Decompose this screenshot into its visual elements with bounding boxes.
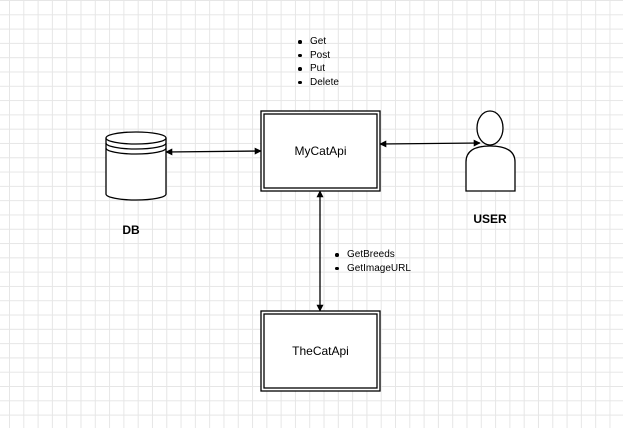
external-calls-list: GetBreeds GetImageURL <box>333 248 411 275</box>
user-actor-icon[interactable] <box>465 110 516 192</box>
mycatapi-box[interactable] <box>260 110 381 192</box>
list-item: Delete <box>296 76 339 90</box>
list-item: Get <box>296 35 339 49</box>
thecatapi-label: TheCatApi <box>292 344 349 358</box>
db-mycatapi-connector[interactable] <box>165 147 262 156</box>
list-item: GetImageURL <box>333 262 411 276</box>
database-icon[interactable] <box>105 131 167 201</box>
db-label: DB <box>122 223 140 237</box>
mycatapi-label: MyCatApi <box>294 144 347 158</box>
thecatapi-box[interactable] <box>260 310 381 392</box>
list-item: GetBreeds <box>333 248 411 262</box>
mycatapi-user-connector[interactable] <box>379 139 481 148</box>
user-label: USER <box>473 212 507 226</box>
list-item: Post <box>296 49 339 63</box>
list-item: Put <box>296 62 339 76</box>
http-methods-list: Get Post Put Delete <box>296 35 339 89</box>
